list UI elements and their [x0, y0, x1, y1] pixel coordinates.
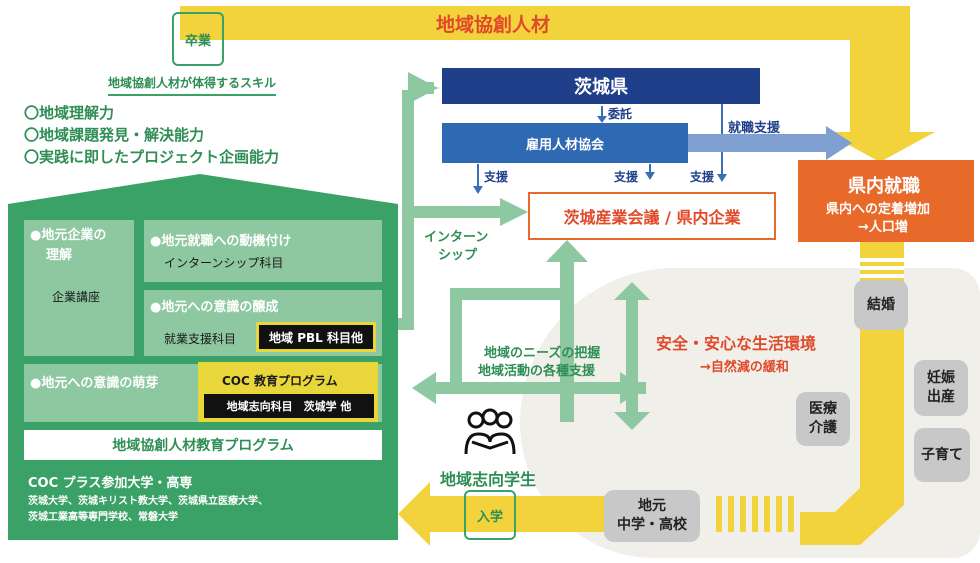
motive-title: ●地元就職への動機付け: [150, 234, 292, 249]
skills-heading: 地域協創人材が体得するスキル: [108, 74, 277, 96]
school-line: 中学・高校: [617, 517, 687, 533]
life-sub: →自然減の緩和: [700, 360, 789, 375]
ninshin-line: 妊娠: [927, 370, 955, 387]
school-pill: 地元 中学・高校: [604, 490, 700, 542]
life-title: 安全・安心な生活環境: [656, 334, 817, 353]
employment-support-arrow: [826, 126, 852, 160]
graduation-badge: 卒業: [172, 12, 224, 66]
needs-label: 地域活動の各種支援: [478, 364, 596, 379]
entrance-arrow-body: [430, 496, 610, 532]
shikou-course-box: 地域志向科目 茨城学 他: [204, 394, 374, 418]
motive-box: [144, 220, 382, 282]
iryou-pill: 医療 介護: [796, 392, 850, 446]
ibaraki-prefecture-box: 茨城県: [442, 68, 760, 104]
kaigo-line: 介護: [809, 420, 837, 436]
shien-label: 支援: [484, 170, 509, 184]
needs-label: 地域のニーズの把握: [484, 346, 601, 361]
kennai-box: [798, 160, 974, 242]
entrance-badge: 入学: [464, 490, 516, 540]
dash-marks: [860, 258, 904, 278]
iryou-line: 医療: [809, 401, 837, 418]
university-list: 茨城工業高等専門学校、常磐大学: [28, 512, 178, 523]
motive-course: インターンシップ科目: [164, 256, 284, 270]
graduation-arrow: [180, 6, 935, 162]
ninshin-pill: 妊娠 出産: [914, 360, 968, 416]
kosodate-pill: 子育て: [914, 428, 970, 482]
coc-program-label: COC 教育プログラム: [222, 374, 338, 388]
kennai-title: 県内就職: [848, 176, 920, 197]
shussan-line: 出産: [927, 389, 955, 405]
skill-item: 〇地域理解力: [24, 104, 115, 122]
kigyo-title-2: 理解: [46, 248, 73, 263]
sangyou-box: 茨城産業会議 / 県内企業: [528, 192, 776, 240]
students-icon: [464, 408, 516, 455]
pbl-box: 地域 PBL 科目他: [256, 322, 376, 352]
kigyo-title: ●地元企業の: [30, 228, 107, 243]
kennai-turn-arrow: [800, 480, 904, 545]
school-line: 地元: [638, 498, 666, 515]
coc-plus-label: COC プラス参加大学・高専: [28, 476, 193, 491]
shuushoku-course: 就業支援科目: [164, 332, 237, 346]
intern-label: シップ: [438, 248, 478, 263]
top-label: 地域協創人材: [436, 14, 551, 36]
shien-label: 支援: [690, 170, 715, 184]
koyou-box: 雇用人材協会: [442, 123, 688, 163]
student-label: 地域志向学生: [440, 470, 537, 489]
employment-support-label: 就職支援: [728, 121, 781, 136]
program-title-bar: 地域協創人材教育プログラム: [24, 430, 382, 460]
university-list: 茨城大学、茨城キリスト教大学、茨城県立医療大学、: [28, 496, 268, 507]
houga-title: ●地元への意識の萌芽: [30, 376, 159, 391]
intern-label: インターン: [424, 230, 489, 245]
kigyo-course: 企業講座: [52, 290, 101, 304]
kekkon-pill: 結婚: [854, 280, 908, 330]
kennai-sub: 県内への定着増加: [826, 202, 931, 217]
jousei-title: ●地元への意識の醸成: [150, 300, 279, 315]
kigyo-box: [24, 220, 134, 356]
itaku-label: 委託: [608, 107, 633, 121]
skill-item: 〇実践に即したプロジェクト企画能力: [24, 148, 280, 166]
bottom-dash-marks: [716, 496, 794, 532]
kennai-sub: →人口増: [858, 220, 908, 235]
shien-label: 支援: [614, 170, 639, 184]
entrance-arrow-head: [398, 482, 430, 546]
skill-item: 〇地域課題発見・解決能力: [24, 126, 205, 144]
